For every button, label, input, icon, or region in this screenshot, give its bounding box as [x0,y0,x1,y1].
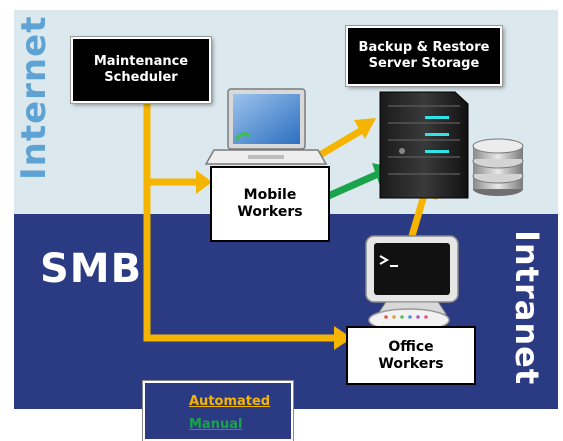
office-workers-box: Office Workers [346,326,476,385]
smb-label: SMB [40,246,143,292]
laptop-icon [204,88,328,165]
legend-automated-label: Automated [189,394,271,409]
arrowhead-server-from-mobile [354,118,376,139]
database-icon [472,138,524,196]
backup-storage-box: Backup & Restore Server Storage [345,25,503,87]
automated-connectors [143,100,429,342]
arrowhead-mobile [196,170,212,194]
office-to-server-line [408,191,429,237]
server-tower-icon [379,91,469,199]
mobile-workers-box: Mobile Workers [210,166,330,242]
desktop-computer-icon [365,235,459,315]
mobile-to-server-line [318,126,364,159]
legend-manual-label: Manual [189,417,243,432]
arrowhead-office [334,326,352,350]
legend: Automated Manual [142,380,294,441]
maintenance-scheduler-box: Maintenance Scheduler [70,36,212,104]
keyboard-icon [368,308,450,332]
